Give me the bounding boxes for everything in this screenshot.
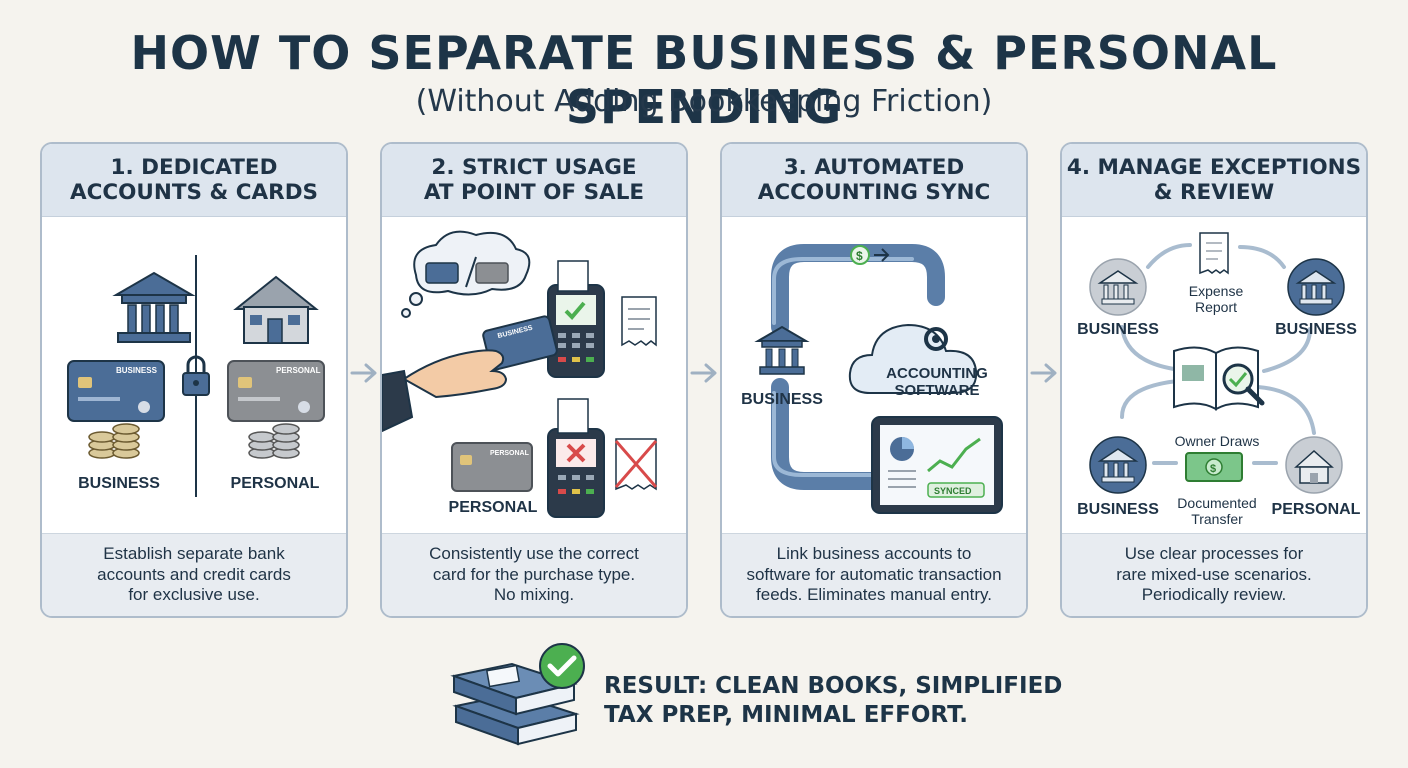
step-3-title-line1: 3. AUTOMATED: [783, 155, 965, 180]
transfer-label-line: Documented: [1177, 495, 1257, 511]
transfer-label-line: Transfer: [1191, 511, 1243, 527]
desc-line: Link business accounts to: [776, 544, 972, 564]
card-terminal-icon: [547, 260, 605, 378]
step-1-title-line2: ACCOUNTS & CARDS: [69, 180, 319, 205]
house-icon: [1285, 436, 1343, 494]
ledger-book-magnifier-icon: [1173, 346, 1265, 411]
documented-transfer-label: Documented Transfer: [1162, 495, 1272, 527]
gear-icon: [924, 327, 948, 351]
lock-icon: [182, 355, 210, 396]
bank-icon: [754, 325, 810, 375]
card-terminal-icon: [547, 398, 605, 518]
business-label: BUSINESS: [78, 475, 160, 492]
bank-business-label: BUSINESS: [1077, 501, 1159, 518]
step-1-header: 1. DEDICATED ACCOUNTS & CARDS: [42, 144, 346, 217]
step-4-description: Use clear processes for rare mixed-use s…: [1062, 533, 1366, 616]
svg-text:$: $: [856, 249, 863, 263]
business-card-text: BUSINESS: [116, 366, 158, 375]
expense-report-icon: [1199, 232, 1229, 275]
step-3-title-line2: ACCOUNTING SYNC: [757, 180, 991, 205]
result-line: RESULT: CLEAN BOOKS, SIMPLIFIED: [604, 673, 1063, 699]
owner-draws-label: Owner Draws: [1174, 433, 1260, 449]
step-2-header: 2. STRICT USAGE AT POINT OF SALE: [382, 144, 686, 217]
step-1-title-line1: 1. DEDICATED: [110, 155, 278, 180]
cloud-icon: [848, 323, 978, 394]
expense-label-line: Report: [1194, 299, 1238, 315]
step-3-illustration: $: [722, 217, 1026, 537]
bank-icon: [1089, 436, 1147, 494]
step-4-title-line2: & REVIEW: [1153, 180, 1275, 205]
step-4-header: 4. MANAGE EXCEPTIONS & REVIEW: [1062, 144, 1366, 217]
accounting-software-label: ACCOUNTING SOFTWARE: [852, 365, 1022, 399]
step-3-description: Link business accounts to software for a…: [722, 533, 1026, 616]
cloud-label-line: SOFTWARE: [894, 382, 980, 399]
personal-label: PERSONAL: [448, 499, 538, 516]
desc-line: for exclusive use.: [128, 585, 260, 605]
hand-with-card-icon: BUSINESS: [382, 315, 558, 433]
arrow-right-icon: [350, 363, 377, 383]
step-2-illustration: BUSINESS PERSONAL PERSONAL: [382, 217, 686, 537]
home-personal-label: PERSONAL: [1271, 501, 1361, 518]
expense-label-line: Expense: [1188, 283, 1244, 299]
step-3-header: 3. AUTOMATED ACCOUNTING SYNC: [722, 144, 1026, 217]
desc-line: feeds. Eliminates manual entry.: [756, 585, 992, 605]
personal-card-text: PERSONAL: [276, 366, 321, 375]
step-4-panel: 4. MANAGE EXCEPTIONS & REVIEW: [1060, 142, 1368, 618]
desc-line: Periodically review.: [1141, 585, 1287, 605]
result-text: RESULT: CLEAN BOOKS, SIMPLIFIED TAX PREP…: [604, 672, 1062, 730]
step-2-title-line1: 2. STRICT USAGE: [431, 155, 637, 180]
desc-line: rare mixed-use scenarios.: [1116, 564, 1312, 584]
expense-report-label: Expense Report: [1166, 283, 1266, 315]
personal-card-text: PERSONAL: [490, 450, 530, 457]
personal-card-icon: PERSONAL: [451, 442, 533, 492]
step-1-description: Establish separate bank accounts and cre…: [42, 533, 346, 616]
house-icon: [233, 275, 319, 344]
personal-card-icon: PERSONAL: [227, 360, 325, 422]
coins-icon: [88, 423, 140, 459]
step-2-description: Consistently use the correct card for th…: [382, 533, 686, 616]
cloud-label-line: ACCOUNTING: [886, 365, 988, 382]
page-subtitle: (Without Adding Bookkeeping Friction): [415, 84, 993, 119]
desc-line: accounts and credit cards: [97, 564, 291, 584]
desc-line: card for the purchase type.: [432, 564, 636, 584]
bank-business-label: BUSINESS: [1077, 321, 1159, 338]
step-4-title-line1: 4. MANAGE EXCEPTIONS: [1066, 155, 1362, 180]
bank-business-label: BUSINESS: [741, 391, 823, 408]
step-1-panel: 1. DEDICATED ACCOUNTS & CARDS BUSINESS: [40, 142, 348, 618]
bank-icon: [1287, 258, 1345, 316]
bank-icon: [1089, 258, 1147, 316]
step-3-panel: 3. AUTOMATED ACCOUNTING SYNC $: [720, 142, 1028, 618]
desc-line: software for automatic transaction: [746, 564, 1002, 584]
step-4-illustration: $ BUSINESS Expense Report BUSINESS Owner…: [1062, 217, 1366, 537]
bank-icon: [112, 271, 196, 343]
desc-line: Establish separate bank: [103, 544, 285, 564]
bank-business-label: BUSINESS: [1275, 321, 1357, 338]
svg-text:$: $: [1210, 463, 1216, 475]
step-2-title-line2: AT POINT OF SALE: [423, 180, 645, 205]
desc-line: No mixing.: [493, 585, 575, 605]
tablet-icon: [871, 416, 1003, 514]
business-card-icon: BUSINESS: [67, 360, 165, 422]
receipt-icon: [621, 296, 657, 347]
rejected-receipt-icon: [614, 438, 658, 491]
desc-line: Consistently use the correct: [429, 544, 639, 564]
page-title: HOW TO SEPARATE BUSINESS & PERSONAL SPEN…: [130, 26, 1278, 134]
books-check-icon: [450, 643, 585, 746]
cash-bill-icon: $: [1185, 452, 1243, 482]
arrow-right-icon: [1030, 363, 1057, 383]
coins-icon: [248, 423, 300, 459]
arrow-right-icon: [690, 363, 717, 383]
step-1-illustration: BUSINESS: [42, 217, 346, 537]
result-line: TAX PREP, MINIMAL EFFORT.: [604, 702, 969, 728]
dollar-coin-icon: [850, 245, 870, 265]
synced-badge: SYNCED: [934, 486, 972, 496]
desc-line: Use clear processes for: [1124, 544, 1304, 564]
personal-label: PERSONAL: [230, 475, 320, 492]
step-2-panel: 2. STRICT USAGE AT POINT OF SALE: [380, 142, 688, 618]
thought-bubble-icon: [401, 230, 531, 318]
